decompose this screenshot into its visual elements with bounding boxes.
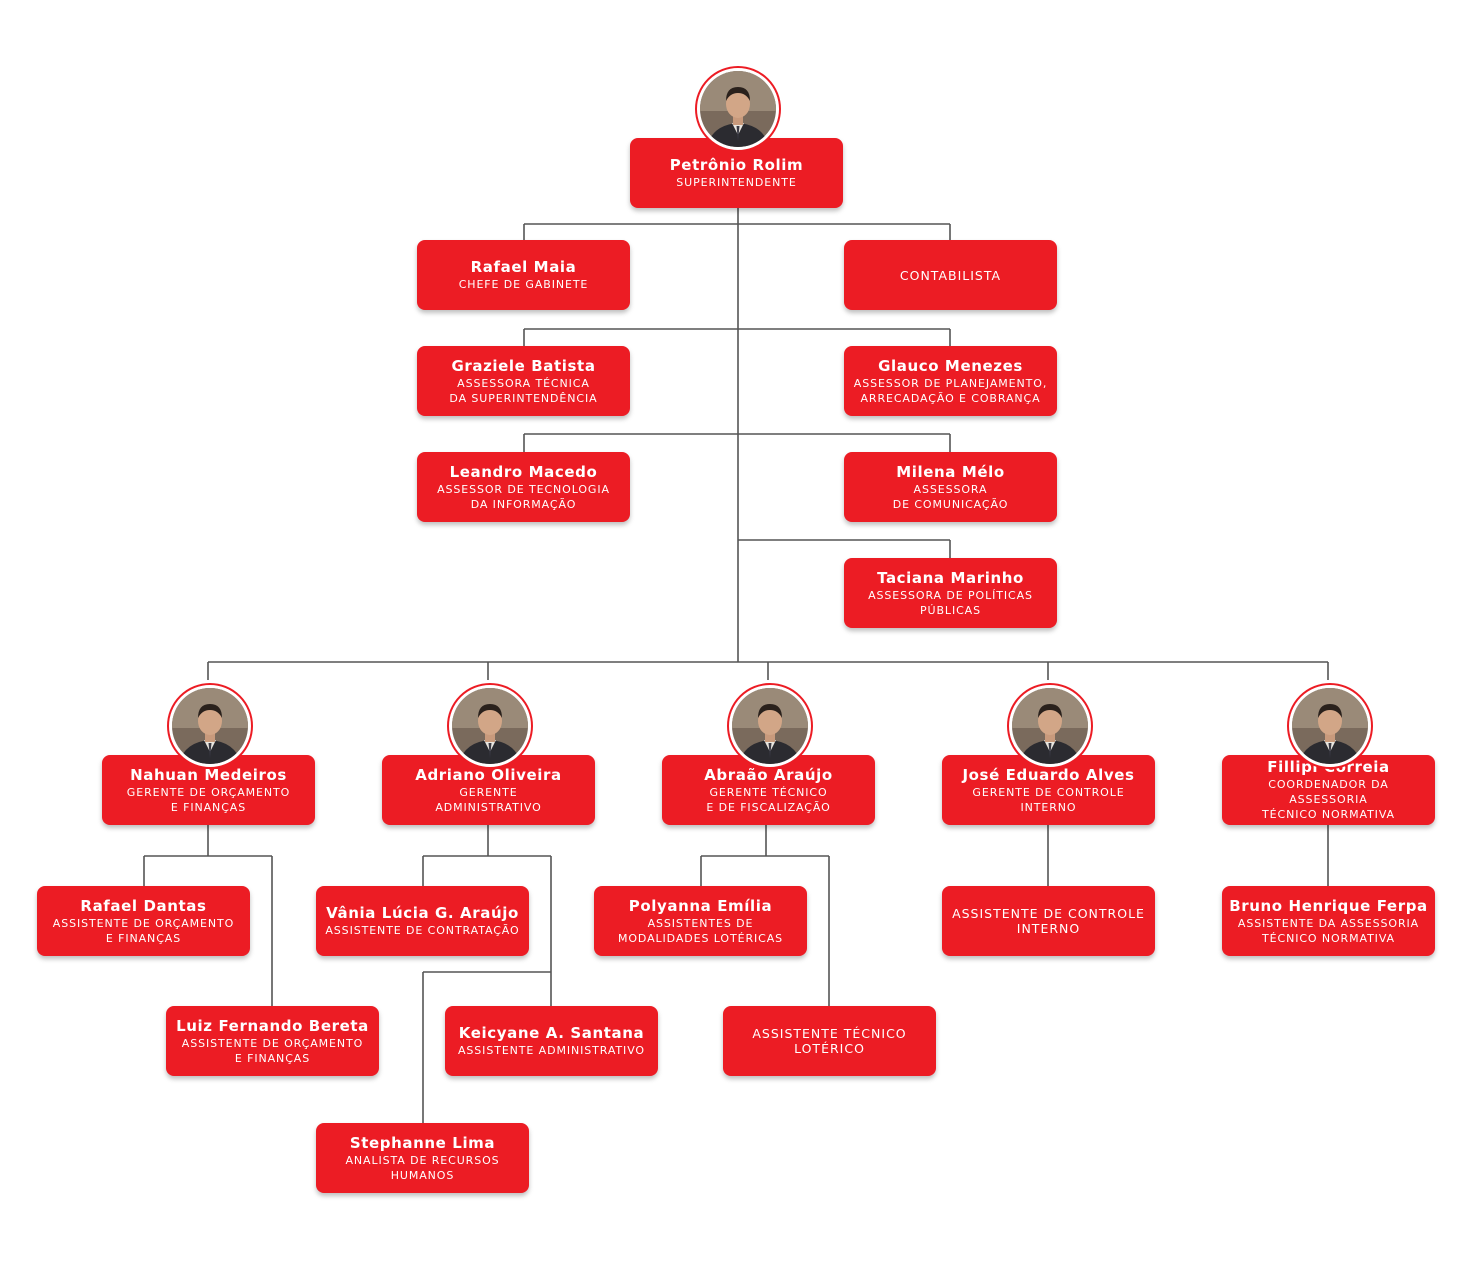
person-name: Bruno Henrique Ferpa (1229, 896, 1428, 915)
person-name: Polyanna Emília (628, 896, 773, 915)
role-title: ASSESSOR DE PLANEJAMENTO, ARRECADAÇÃO E … (853, 376, 1048, 405)
role-title: GERENTE ADMINISTRATIVO (435, 785, 542, 814)
person-icon (1011, 688, 1088, 764)
role-title: COORDENADOR DA ASSESSORIA TÉCNICO NORMAT… (1262, 778, 1395, 821)
person-name: Milena Mélo (896, 462, 1005, 481)
avatar (726, 683, 813, 769)
role-title: ASSESSORA DE COMUNICAÇÃO (892, 482, 1009, 511)
avatar (446, 683, 533, 769)
person-icon (699, 71, 776, 147)
avatar (166, 683, 253, 769)
person-name: Rafael Dantas (80, 896, 207, 915)
person-name: Leandro Macedo (449, 462, 598, 481)
role-title: ASSISTENTE ADMINISTRATIVO (457, 1044, 645, 1057)
person-name: Glauco Menezes (878, 356, 1023, 375)
person-name: Stephanne Lima (349, 1133, 496, 1152)
avatar (694, 66, 781, 152)
person-name: Abraão Araújo (704, 765, 833, 784)
role-title: ASSISTENTE DE CONTRATAÇÃO (325, 924, 520, 937)
person-name: Rafael Maia (470, 258, 577, 276)
avatar (1006, 683, 1093, 769)
role-title: SUPERINTENDENTE (676, 176, 797, 189)
avatar (1286, 683, 1373, 769)
org-box-assistente-tecnico-loterico: ASSISTENTE TÉCNICO LOTÉRICO (723, 1006, 936, 1076)
role-title: GERENTE DE CONTROLE INTERNO (972, 785, 1125, 814)
role-title: CONTABILISTA (899, 267, 1002, 283)
person-name: Keicyane A. Santana (458, 1024, 645, 1042)
person-name: Graziele Batista (451, 356, 596, 375)
org-box-assistente-controle: ASSISTENTE DE CONTROLE INTERNO (942, 886, 1155, 956)
person-name: Luiz Fernando Bereta (176, 1016, 369, 1035)
role-title: ASSISTENTE DA ASSESSORIA TÉCNICO NORMATI… (1237, 916, 1420, 945)
role-title: ASSESSOR DE TECNOLOGIA DA INFORMAÇÃO (437, 482, 610, 511)
role-title: GERENTE DE ORÇAMENTO E FINANÇAS (126, 785, 291, 814)
role-title: ASSESSORA TÉCNICA DA SUPERINTENDÊNCIA (449, 376, 598, 405)
person-icon (1291, 688, 1368, 764)
person-icon (171, 688, 248, 764)
role-title: ASSISTENTE DE CONTROLE INTERNO (952, 906, 1145, 936)
role-title: ASSISTENTE DE ORÇAMENTO E FINANÇAS (181, 1036, 364, 1065)
person-name: Nahuan Medeiros (130, 765, 287, 784)
role-title: CHEFE DE GABINETE (458, 278, 589, 291)
role-title: ASSISTENTES DE MODALIDADES LOTÉRICAS (617, 916, 784, 945)
person-name: Petrônio Rolim (669, 156, 804, 174)
role-title: ASSISTENTE DE ORÇAMENTO E FINANÇAS (52, 916, 235, 945)
person-icon (451, 688, 528, 764)
person-name: Adriano Oliveira (415, 765, 562, 784)
role-title: GERENTE TÉCNICO E DE FISCALIZAÇÃO (706, 785, 831, 814)
org-box-contabilista: CONTABILISTA (844, 240, 1057, 310)
role-title: ASSESSORA DE POLÍTICAS PÚBLICAS (868, 588, 1033, 617)
role-title: ASSISTENTE TÉCNICO LOTÉRICO (752, 1026, 907, 1056)
person-name: Vânia Lúcia G. Araújo (326, 904, 519, 922)
role-title: ANALISTA DE RECURSOS HUMANOS (345, 1153, 500, 1182)
person-name: José Eduardo Alves (962, 765, 1135, 784)
person-name: Taciana Marinho (877, 568, 1024, 587)
person-icon (731, 688, 808, 764)
